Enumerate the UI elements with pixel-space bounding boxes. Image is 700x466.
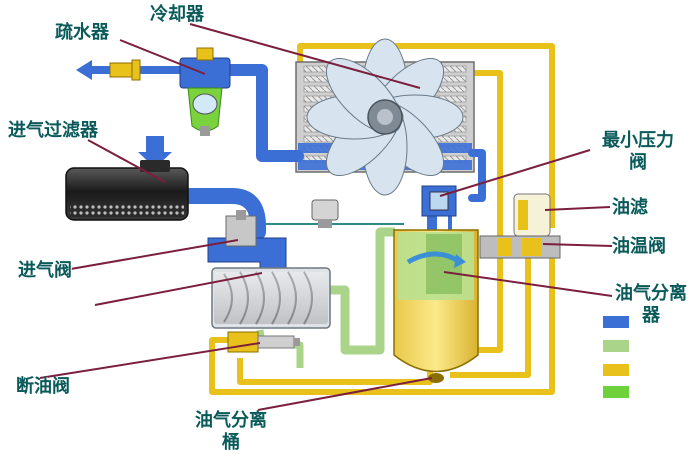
label-intake-valve: 进气阀 bbox=[18, 260, 72, 281]
label-oil-filter: 油滤 bbox=[612, 197, 648, 218]
label-min-pressure-valve-line2: 阀 bbox=[629, 152, 647, 173]
outlet-arrow-icon bbox=[76, 60, 92, 80]
label-drain: 疏水器 bbox=[55, 22, 109, 43]
drain-trap bbox=[109, 47, 231, 136]
label-separator-line2: 器 bbox=[642, 305, 660, 326]
leader-lines bbox=[39, 23, 613, 411]
label-cooler: 冷却器 bbox=[150, 4, 204, 25]
min-pressure-valve bbox=[421, 185, 457, 217]
legend bbox=[603, 316, 629, 398]
legend-oil-gas bbox=[603, 340, 629, 352]
label-oil-cutoff-valve: 断油阀 bbox=[16, 376, 70, 397]
label-separator-line1: 油气分离 bbox=[615, 283, 687, 304]
cooler bbox=[295, 38, 475, 196]
label-oil-temp-valve: 油温阀 bbox=[612, 236, 666, 257]
label-min-pressure-valve: 最小压力 阀 bbox=[590, 130, 686, 174]
label-intake-filter: 进气过滤器 bbox=[8, 120, 98, 141]
legend-other bbox=[603, 386, 629, 398]
legend-air bbox=[603, 316, 629, 328]
separator-tank bbox=[393, 229, 479, 383]
label-separator-tank-line2: 桶 bbox=[222, 432, 240, 453]
intake-filter bbox=[65, 160, 189, 221]
oil-filter bbox=[513, 193, 551, 237]
legend-oil bbox=[603, 364, 629, 376]
label-separator: 油气分离 器 bbox=[606, 283, 696, 327]
screw-compressor bbox=[211, 267, 331, 329]
intake-valve bbox=[207, 210, 287, 277]
solenoid bbox=[311, 199, 339, 228]
cooler-fan bbox=[306, 38, 464, 196]
label-separator-tank-line1: 油气分离 bbox=[195, 410, 267, 431]
oil-temp-valve bbox=[479, 235, 561, 259]
label-separator-tank: 油气分离 桶 bbox=[186, 410, 276, 454]
label-min-pressure-valve-line1: 最小压力 bbox=[602, 130, 674, 151]
